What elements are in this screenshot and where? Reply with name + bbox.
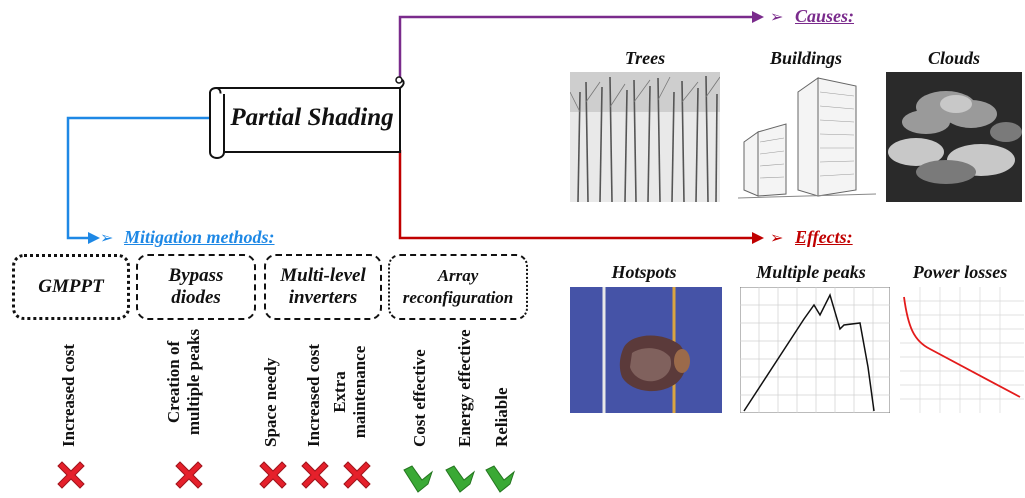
method-label: GMPPT: [38, 276, 104, 297]
cause-label-clouds: Clouds: [927, 48, 981, 68]
effects-bullet-icon: ➢: [770, 230, 784, 247]
property-label: Increased cost: [59, 343, 78, 447]
check-icon: [445, 465, 476, 493]
cause-label-buildings: Buildings: [769, 48, 843, 68]
effects-header: Effects:: [795, 227, 853, 247]
property-label: Cost effective: [410, 349, 429, 447]
hotspots-image: [570, 287, 722, 413]
trees-image: [570, 72, 720, 202]
property-label: Reliable: [492, 387, 511, 448]
property-label: Energy effective: [455, 329, 474, 447]
mitigation-bullet-icon: ➢: [100, 230, 114, 247]
method-label: Multi-level inverters: [280, 265, 366, 308]
cross-icon: [175, 461, 203, 489]
check-icon: [403, 465, 434, 493]
power-losses-image: [900, 287, 1024, 413]
partial-shading-scroll: Partial Shading: [202, 76, 406, 160]
property-label: Increased cost: [304, 343, 323, 447]
cross-icon: [343, 461, 371, 489]
property-label: Creation of multiple peaks: [164, 328, 203, 436]
cause-label-trees: Trees: [624, 48, 666, 68]
center-title: Partial Shading: [230, 104, 394, 131]
clouds-image: [886, 72, 1022, 202]
multiple-peaks-image: [740, 287, 890, 413]
property-label: Space needy: [261, 357, 280, 447]
effect-label-hotspots: Hotspots: [611, 262, 677, 282]
scroll-shape: [209, 76, 405, 159]
effect-label-multiple-peaks: Multiple peaks: [756, 262, 866, 282]
cross-icon: [301, 461, 329, 489]
method-box-bypass-diodes: Bypass diodes: [136, 254, 256, 320]
cross-icon: [57, 461, 85, 489]
method-box-gmppt: GMPPT: [12, 254, 130, 320]
method-box-array-reconfiguration: Array reconfiguration: [388, 254, 528, 320]
method-label: Array reconfiguration: [402, 266, 514, 307]
causes-bullet-icon: ➢: [770, 9, 784, 26]
method-label: Bypass diodes: [168, 265, 224, 308]
check-icon: [485, 465, 516, 493]
cross-icon: [259, 461, 287, 489]
causes-header: Causes:: [795, 6, 855, 26]
mitigation-header: Mitigation methods:: [124, 227, 275, 247]
property-label: Extra maintenance: [330, 345, 369, 439]
method-box-multi-level-inverters: Multi-level inverters: [264, 254, 382, 320]
effect-label-power-losses: Power losses: [912, 262, 1008, 282]
buildings-image: [738, 72, 876, 204]
